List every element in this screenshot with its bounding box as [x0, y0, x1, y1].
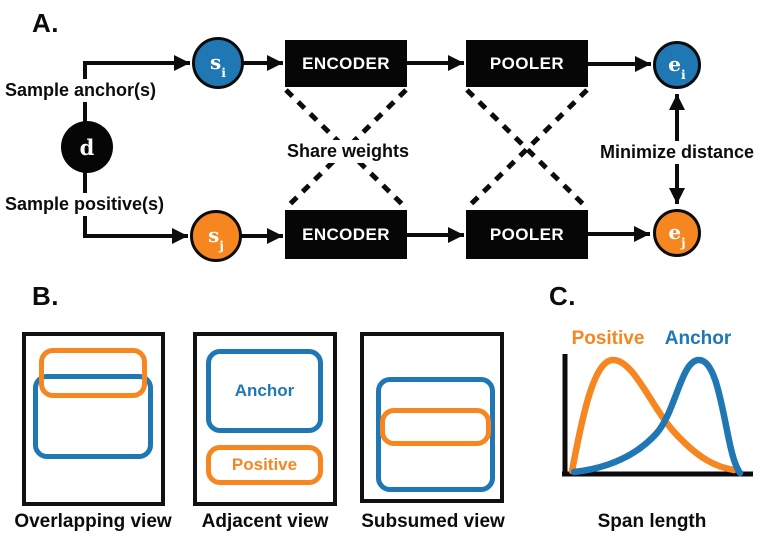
positive-embedding-node: ej [653, 209, 701, 257]
overlapping-view-box [22, 332, 165, 506]
legend-anchor-label: Anchor [664, 328, 732, 349]
overlapping-anchor-rect [33, 374, 153, 459]
overlapping-positive-rect [39, 348, 147, 398]
sample-anchor-label: Sample anchor(s) [2, 79, 160, 102]
panel-c-label: C. [549, 281, 576, 311]
arrow-d-to-positive-span [83, 170, 188, 244]
dashed-encoder-cross-1 [284, 88, 408, 210]
subsumed-view-caption: Subsumed view [361, 511, 505, 532]
adjacent-view-box: Anchor Positive [193, 332, 337, 506]
adjacent-view-caption: Adjacent view [201, 511, 329, 532]
anchor-span-node-label: si [210, 49, 226, 80]
minimize-distance-label: Minimize distance [594, 141, 760, 164]
positive-span-node-label: sj [208, 222, 224, 253]
positive-span-node: sj [190, 210, 242, 262]
share-weights-label: Share weights [281, 140, 415, 163]
adjacent-anchor-rect: Anchor [206, 349, 323, 433]
pooler-top-block: POOLER [466, 40, 588, 87]
positive-rect-label: Positive [231, 455, 298, 474]
anchor-embedding-node-label: ei [668, 51, 686, 82]
panel-b-label: B. [32, 281, 59, 311]
positive-embedding-node-label: ej [668, 219, 686, 250]
encoder-bottom-block: ENCODER [285, 210, 407, 259]
anchor-span-node: si [192, 37, 244, 89]
document-node: d [61, 121, 113, 173]
dashed-pooler-cross-1 [465, 88, 589, 210]
legend-positive-label: Positive [571, 328, 645, 349]
panel-a-label: A. [32, 8, 59, 38]
dashed-encoder-cross-2 [284, 88, 408, 210]
pooler-bottom-label: POOLER [489, 224, 565, 244]
dashed-pooler-cross-2 [465, 88, 589, 210]
encoder-top-label: ENCODER [302, 53, 390, 73]
pooler-top-label: POOLER [489, 53, 565, 73]
encoder-top-block: ENCODER [285, 40, 407, 87]
anchor-rect-label: Anchor [234, 381, 295, 400]
span-length-axis-label: Span length [597, 511, 707, 532]
encoder-bottom-label: ENCODER [302, 224, 390, 244]
pooler-bottom-block: POOLER [466, 210, 588, 259]
anchor-distribution-curve [570, 356, 744, 477]
arrow-d-to-anchor-span [83, 55, 190, 124]
subsumed-positive-rect [380, 408, 491, 446]
positive-distribution-curve [568, 356, 738, 475]
subsumed-view-box [360, 332, 504, 503]
overlapping-view-caption: Overlapping view [14, 511, 172, 532]
subsumed-anchor-rect [376, 377, 495, 492]
adjacent-positive-rect: Positive [206, 445, 323, 485]
document-node-label: d [79, 134, 95, 160]
sample-positive-label: Sample positive(s) [2, 193, 168, 216]
anchor-embedding-node: ei [653, 41, 701, 89]
